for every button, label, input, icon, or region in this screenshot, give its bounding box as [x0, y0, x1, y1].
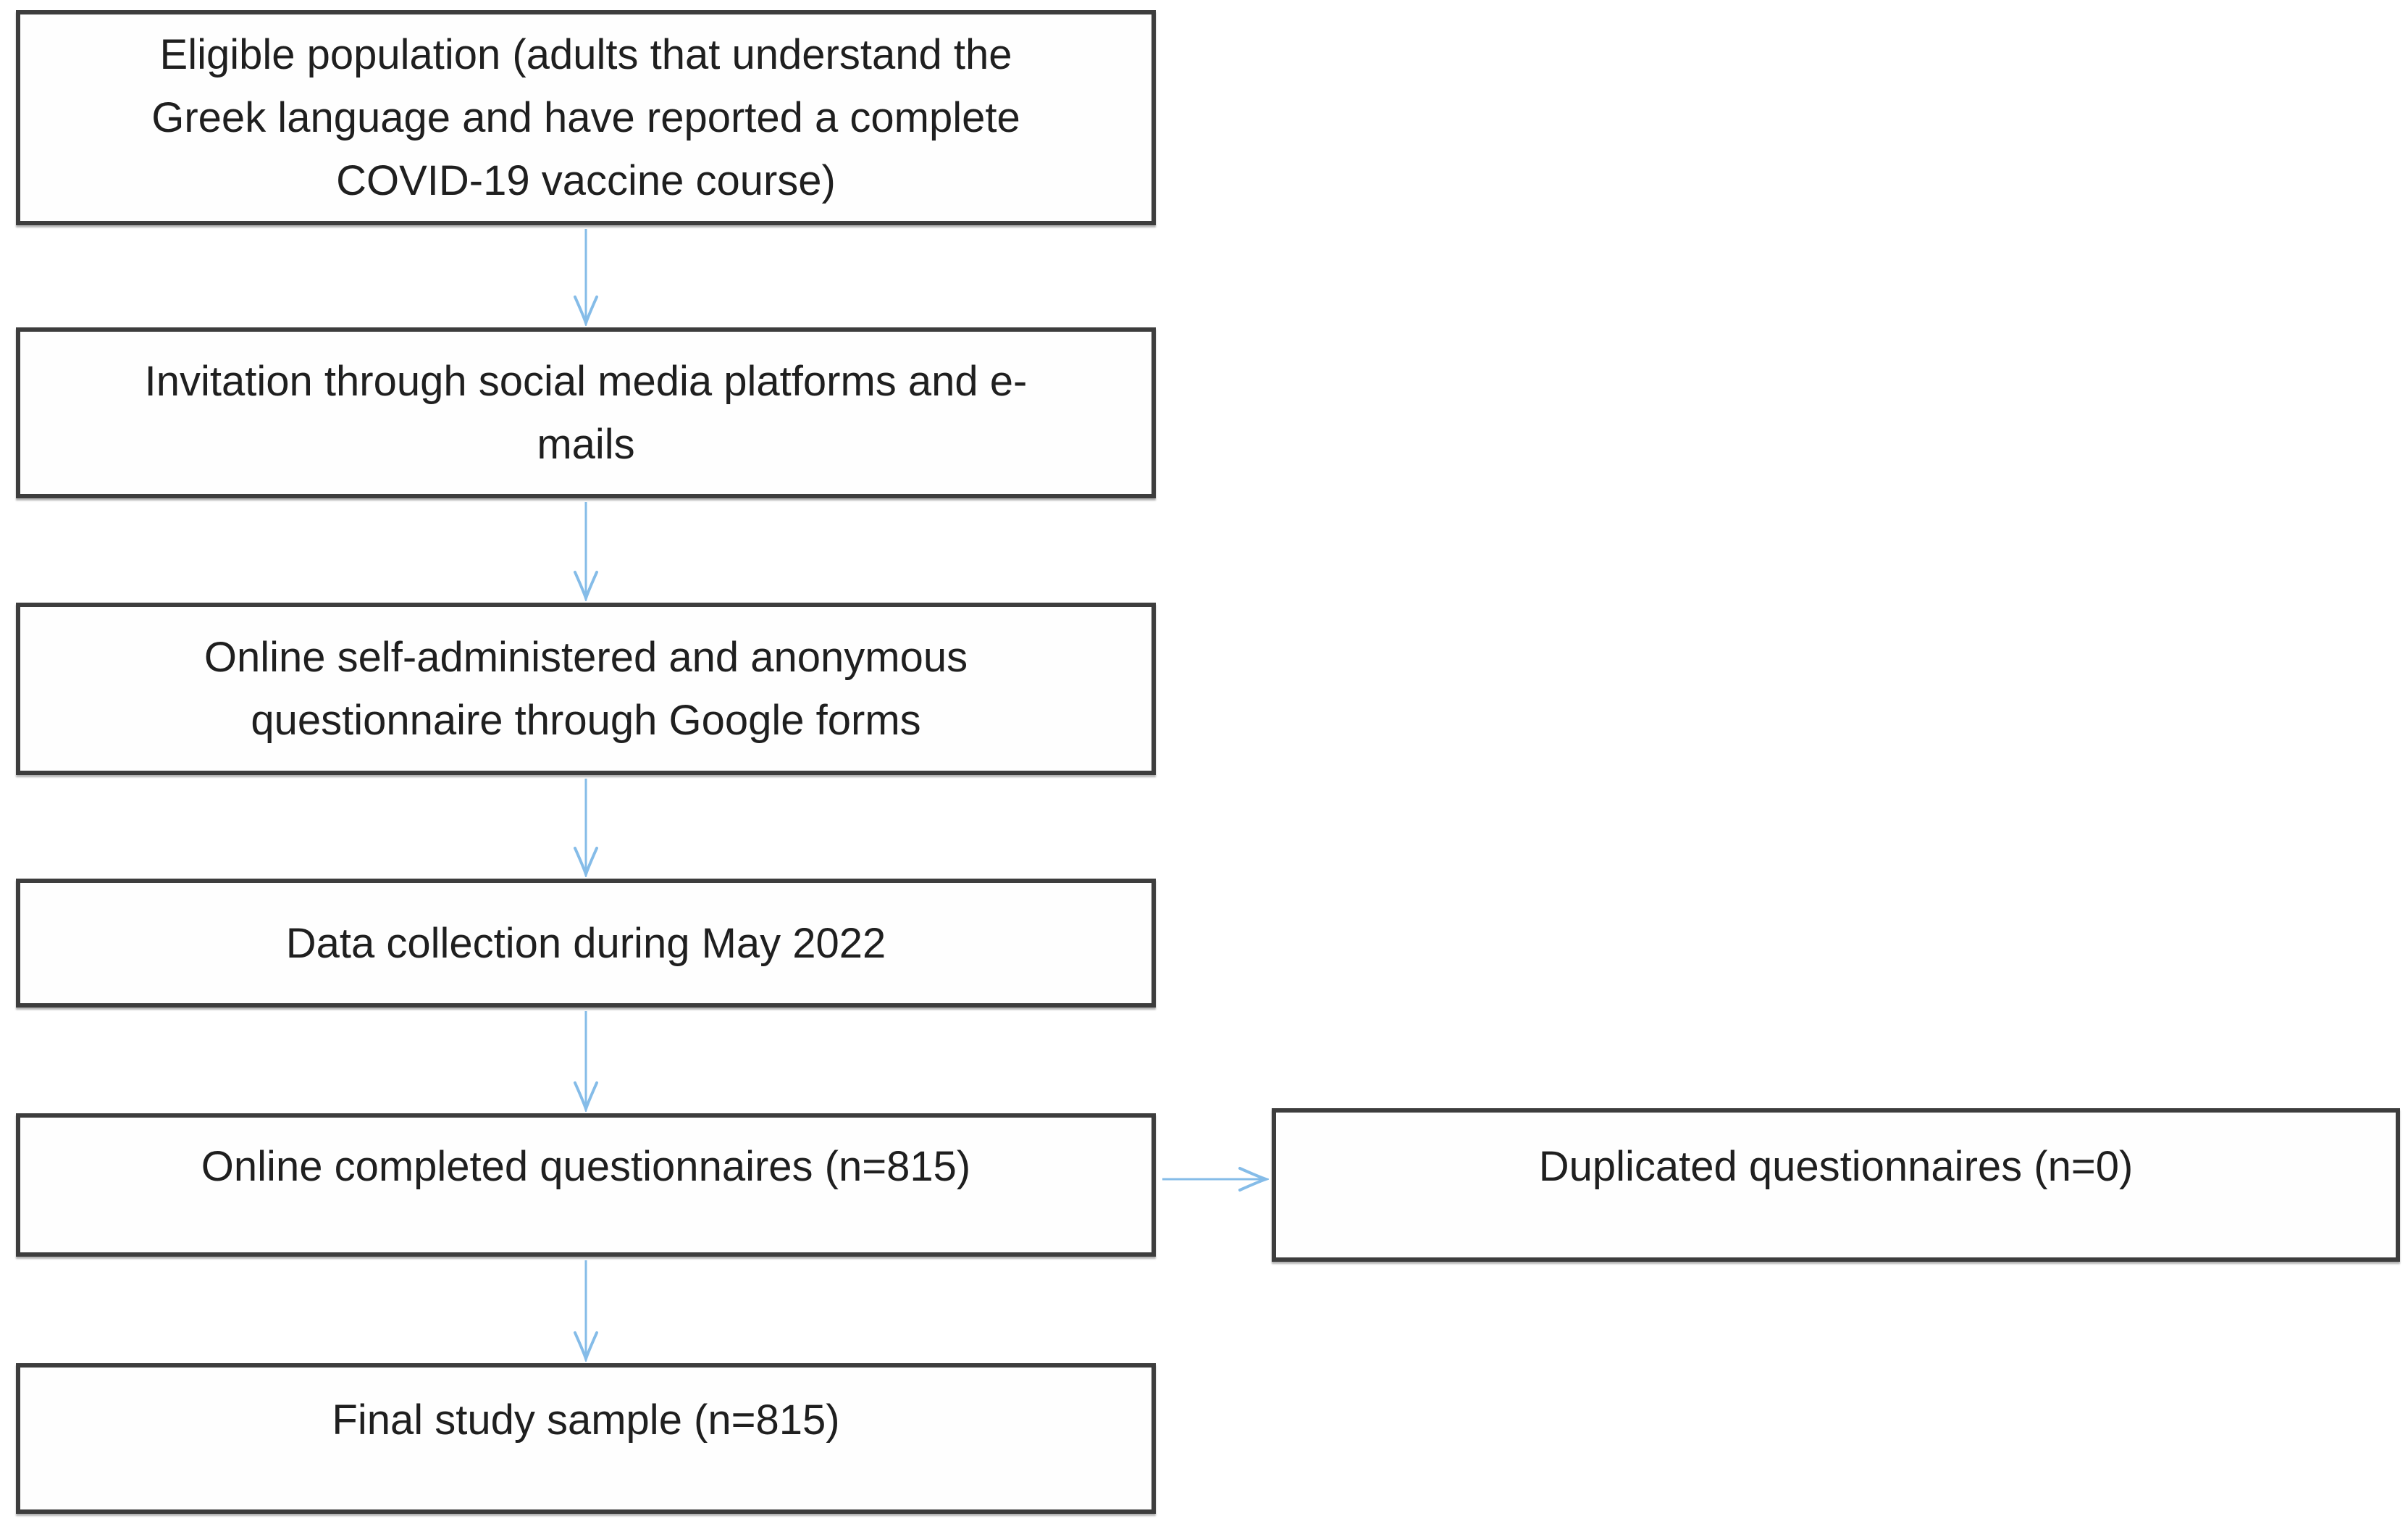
flow-box-label: Final study sample (n=815) — [332, 1396, 840, 1444]
flow-box-data-collection: Data collection during May 2022 — [16, 879, 1156, 1008]
flow-box-duplicated-questionnaires: Duplicated questionnaires (n=0) — [1272, 1108, 2400, 1262]
flow-box-label: Online completed questionnaires (n=815) — [201, 1142, 971, 1190]
flow-box-online-questionnaire: Online self-administered and anonymous q… — [16, 603, 1156, 775]
flow-box-label: Eligible population (adults that underst… — [151, 31, 1020, 204]
flow-box-invitation-social-media: Invitation through social media platform… — [16, 327, 1156, 498]
flow-box-eligible-population: Eligible population (adults that underst… — [16, 10, 1156, 225]
flow-box-label: Data collection during May 2022 — [285, 919, 886, 967]
flow-box-final-study-sample: Final study sample (n=815) — [16, 1363, 1156, 1514]
flow-box-label: Online self-administered and anonymous q… — [204, 634, 968, 744]
flow-box-label: Duplicated questionnaires (n=0) — [1538, 1142, 2134, 1190]
flow-box-completed-questionnaires: Online completed questionnaires (n=815) — [16, 1113, 1156, 1257]
flow-box-label: Invitation through social media platform… — [144, 358, 1028, 468]
